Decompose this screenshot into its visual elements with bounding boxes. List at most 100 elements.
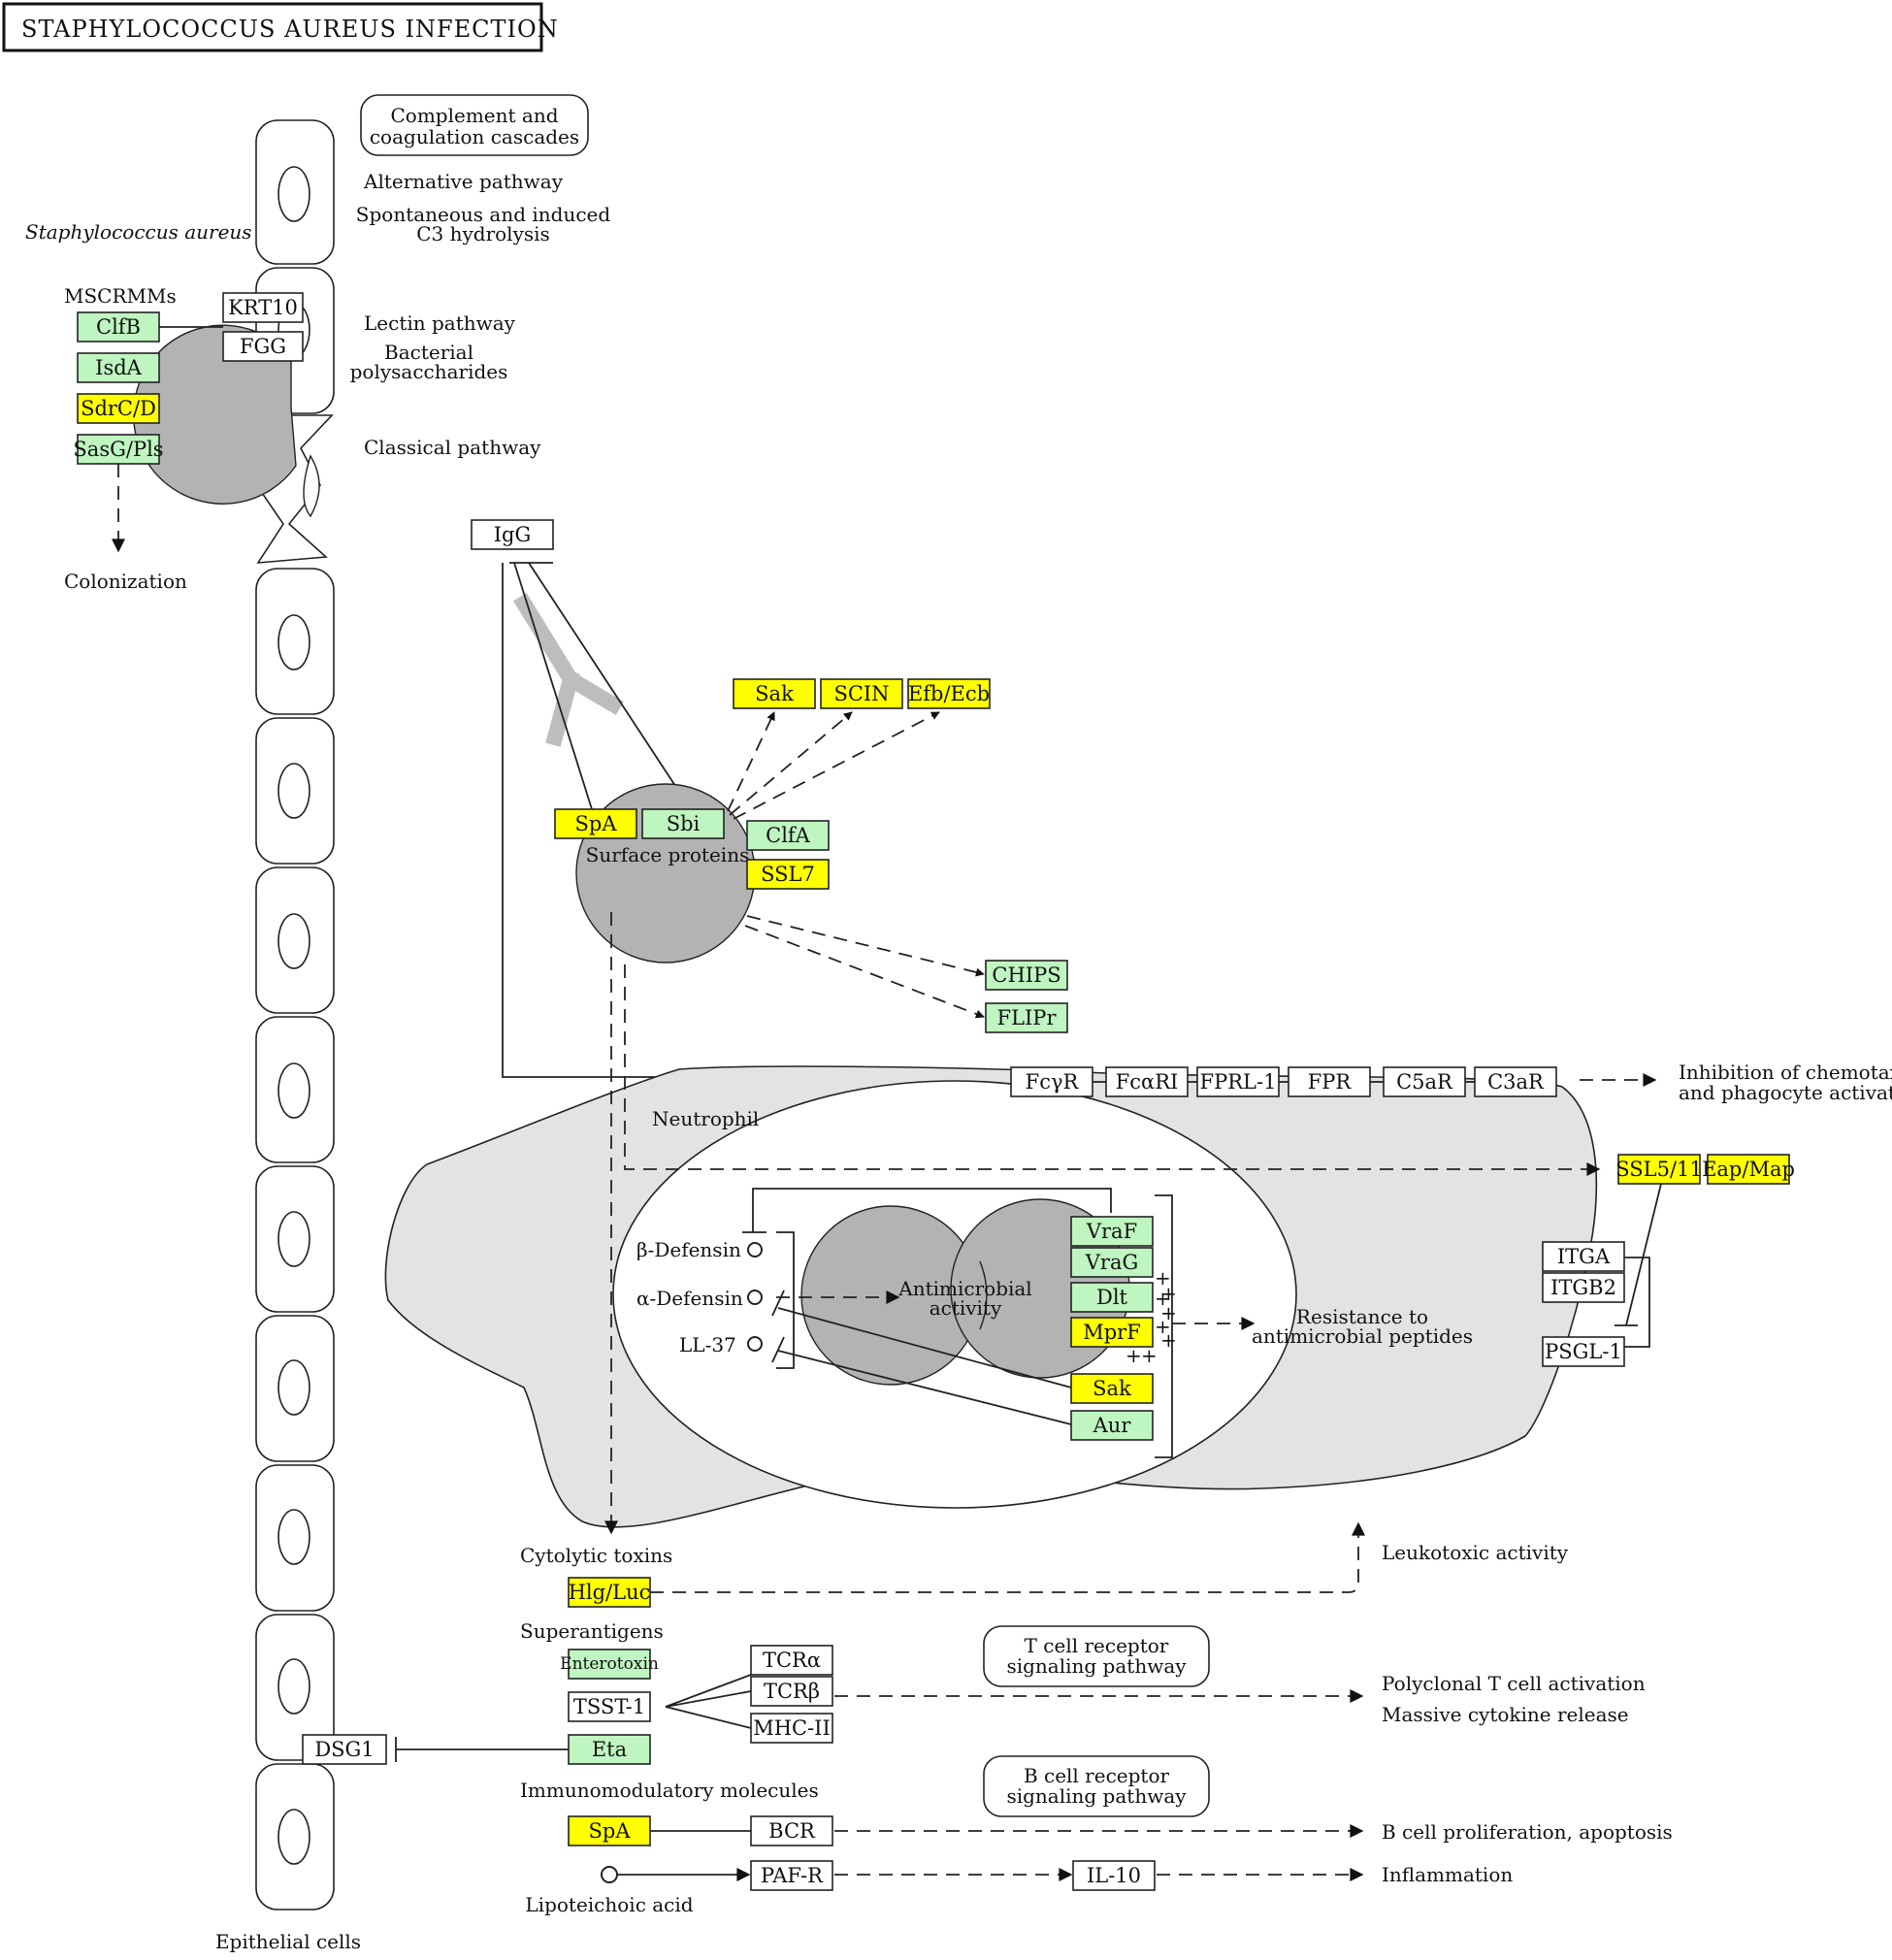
gene-efb-ecb[interactable]: Efb/Ecb xyxy=(907,678,991,709)
svg-text:C5aR: C5aR xyxy=(1396,1070,1453,1094)
gene-c3ar[interactable]: C3aR xyxy=(1474,1066,1557,1097)
svg-text:SasG/Pls: SasG/Pls xyxy=(73,438,163,461)
svg-text:Enterotoxin: Enterotoxin xyxy=(560,1654,659,1674)
gene-itgb2[interactable]: ITGB2 xyxy=(1542,1272,1625,1303)
ll37-label: LL-37 xyxy=(679,1333,736,1356)
gene-mhc2[interactable]: MHC-II xyxy=(750,1713,833,1744)
svg-text:coagulation cascades: coagulation cascades xyxy=(370,125,579,148)
mscrmms-label: MSCRMMs xyxy=(64,284,177,308)
gene-psgl1[interactable]: PSGL-1 xyxy=(1542,1336,1625,1367)
inflammation-label: Inflammation xyxy=(1382,1863,1513,1886)
svg-text:FGG: FGG xyxy=(240,335,286,358)
svg-text:SCIN: SCIN xyxy=(833,682,889,705)
svg-text:MprF: MprF xyxy=(1083,1321,1141,1344)
gene-eta[interactable]: Eta xyxy=(568,1734,651,1765)
svg-text:SpA: SpA xyxy=(575,812,618,835)
gene-fcyr[interactable]: FcγR xyxy=(1010,1066,1093,1097)
gene-chips[interactable]: CHIPS xyxy=(985,960,1068,991)
gene-sasg[interactable]: SasG/Pls xyxy=(73,434,164,465)
gene-c5ar[interactable]: C5aR xyxy=(1383,1066,1466,1097)
gene-fpr[interactable]: FPR xyxy=(1288,1066,1371,1097)
svg-text:B cell receptor: B cell receptor xyxy=(1024,1764,1170,1787)
gene-clfb[interactable]: ClfB xyxy=(77,311,160,343)
ll37-node[interactable] xyxy=(747,1336,763,1352)
bacterial-label-1: Bacterial xyxy=(384,341,473,364)
inhibition-label-1: Inhibition of chemotaxis xyxy=(1679,1061,1892,1084)
svg-text:ITGA: ITGA xyxy=(1557,1245,1611,1268)
svg-text:MHC-II: MHC-II xyxy=(753,1716,831,1740)
gene-vrag[interactable]: VraG xyxy=(1070,1247,1154,1278)
epithelial-cell-layer xyxy=(255,119,335,1911)
svg-text:CHIPS: CHIPS xyxy=(992,964,1060,987)
ll37-to-sak-line xyxy=(771,1290,1072,1425)
svg-text:BCR: BCR xyxy=(768,1819,816,1843)
gene-tcra[interactable]: TCRα xyxy=(750,1645,833,1676)
svg-text:+: + xyxy=(1160,1328,1177,1352)
svg-text:+: + xyxy=(1155,1266,1171,1290)
gene-mprf[interactable]: MprF xyxy=(1070,1317,1154,1348)
gene-ssl7[interactable]: SSL7 xyxy=(746,859,830,890)
gene-flipr[interactable]: FLIPr xyxy=(985,1002,1068,1033)
svg-text:KRT10: KRT10 xyxy=(228,296,298,319)
gene-sdrcd[interactable]: SdrC/D xyxy=(77,393,160,424)
gene-isda[interactable]: IsdA xyxy=(77,352,160,383)
svg-text:ClfA: ClfA xyxy=(766,824,811,847)
alpha-defensin-node[interactable] xyxy=(747,1290,763,1305)
superantigens-label: Superantigens xyxy=(520,1619,664,1643)
svg-text:VraG: VraG xyxy=(1085,1251,1139,1274)
colonization-label: Colonization xyxy=(64,570,187,593)
svg-text:IsdA: IsdA xyxy=(95,356,143,379)
svg-text:+: + xyxy=(1155,1287,1171,1310)
gene-enterotoxin[interactable]: Enterotoxin xyxy=(560,1649,659,1680)
gene-hlg-luc[interactable]: Hlg/Luc xyxy=(568,1577,651,1608)
beta-defensin-node[interactable] xyxy=(747,1242,763,1258)
gene-krt10[interactable]: KRT10 xyxy=(222,292,304,323)
surface-to-ssl-arrow xyxy=(624,964,1601,1176)
gene-igg[interactable]: IgG xyxy=(471,519,554,550)
gene-spa-immuno[interactable]: SpA xyxy=(568,1815,651,1846)
gene-scin[interactable]: SCIN xyxy=(820,678,903,709)
antimicrobial-label-2: activity xyxy=(930,1296,1002,1320)
tsst1-tcr-links xyxy=(665,1674,752,1729)
leukotoxic-arrow xyxy=(650,1521,1365,1593)
gene-sak-neutrophil[interactable]: Sak xyxy=(1070,1373,1154,1404)
gene-aur[interactable]: Aur xyxy=(1070,1410,1154,1441)
gene-dsg1[interactable]: DSG1 xyxy=(302,1734,387,1765)
gene-paf-r[interactable]: PAF-R xyxy=(750,1860,833,1891)
svg-text:Sak: Sak xyxy=(755,682,794,705)
antimicrobial-label-1: Antimicrobial xyxy=(897,1277,1031,1300)
bacterial-label-2: polysaccharides xyxy=(350,360,508,383)
feedback-inhibition xyxy=(742,1188,1112,1233)
complement-map-link[interactable]: Complement and coagulation cascades xyxy=(360,94,589,156)
gene-clfa[interactable]: ClfA xyxy=(746,820,830,851)
bcr-map-link[interactable]: B cell receptor signaling pathway xyxy=(983,1755,1210,1817)
surface-protein-arrows xyxy=(727,711,985,1019)
gene-tcrb[interactable]: TCRβ xyxy=(750,1676,833,1707)
lipoteichoic-node[interactable] xyxy=(601,1866,618,1883)
tcr-map-link[interactable]: T cell receptor signaling pathway xyxy=(983,1625,1210,1687)
gene-tsst1[interactable]: TSST-1 xyxy=(568,1691,651,1722)
inhibition-label-2: and phagocyte activation xyxy=(1679,1081,1892,1104)
svg-text:Sak: Sak xyxy=(1093,1377,1131,1400)
gene-vraf[interactable]: VraF xyxy=(1070,1216,1154,1247)
svg-text:Eta: Eta xyxy=(592,1738,627,1761)
svg-text:TSST-1: TSST-1 xyxy=(573,1695,645,1718)
gene-eap-map[interactable]: Eap/Map xyxy=(1702,1154,1795,1185)
gene-il10[interactable]: IL-10 xyxy=(1072,1860,1156,1891)
svg-text:T cell receptor: T cell receptor xyxy=(1025,1634,1169,1657)
gene-sbi[interactable]: Sbi xyxy=(641,808,725,839)
svg-text:PSGL-1: PSGL-1 xyxy=(1545,1340,1622,1363)
gene-sak[interactable]: Sak xyxy=(733,678,816,709)
immunomodulatory-label: Immunomodulatory molecules xyxy=(520,1779,819,1802)
svg-text:ITGB2: ITGB2 xyxy=(1550,1276,1616,1299)
gene-fcari[interactable]: FcαRI xyxy=(1105,1066,1189,1097)
eta-inhibits-dsg1 xyxy=(395,1737,569,1762)
gene-spa[interactable]: SpA xyxy=(554,808,637,839)
neutrophil-label: Neutrophil xyxy=(652,1107,759,1130)
gene-fgg[interactable]: FGG xyxy=(222,331,304,362)
gene-fprl1[interactable]: FPRL-1 xyxy=(1196,1066,1280,1097)
gene-dlt[interactable]: Dlt xyxy=(1070,1282,1154,1313)
gene-ssl5-11[interactable]: SSL5/11 xyxy=(1615,1154,1703,1185)
gene-itga[interactable]: ITGA xyxy=(1542,1241,1625,1272)
gene-bcr[interactable]: BCR xyxy=(750,1815,833,1846)
